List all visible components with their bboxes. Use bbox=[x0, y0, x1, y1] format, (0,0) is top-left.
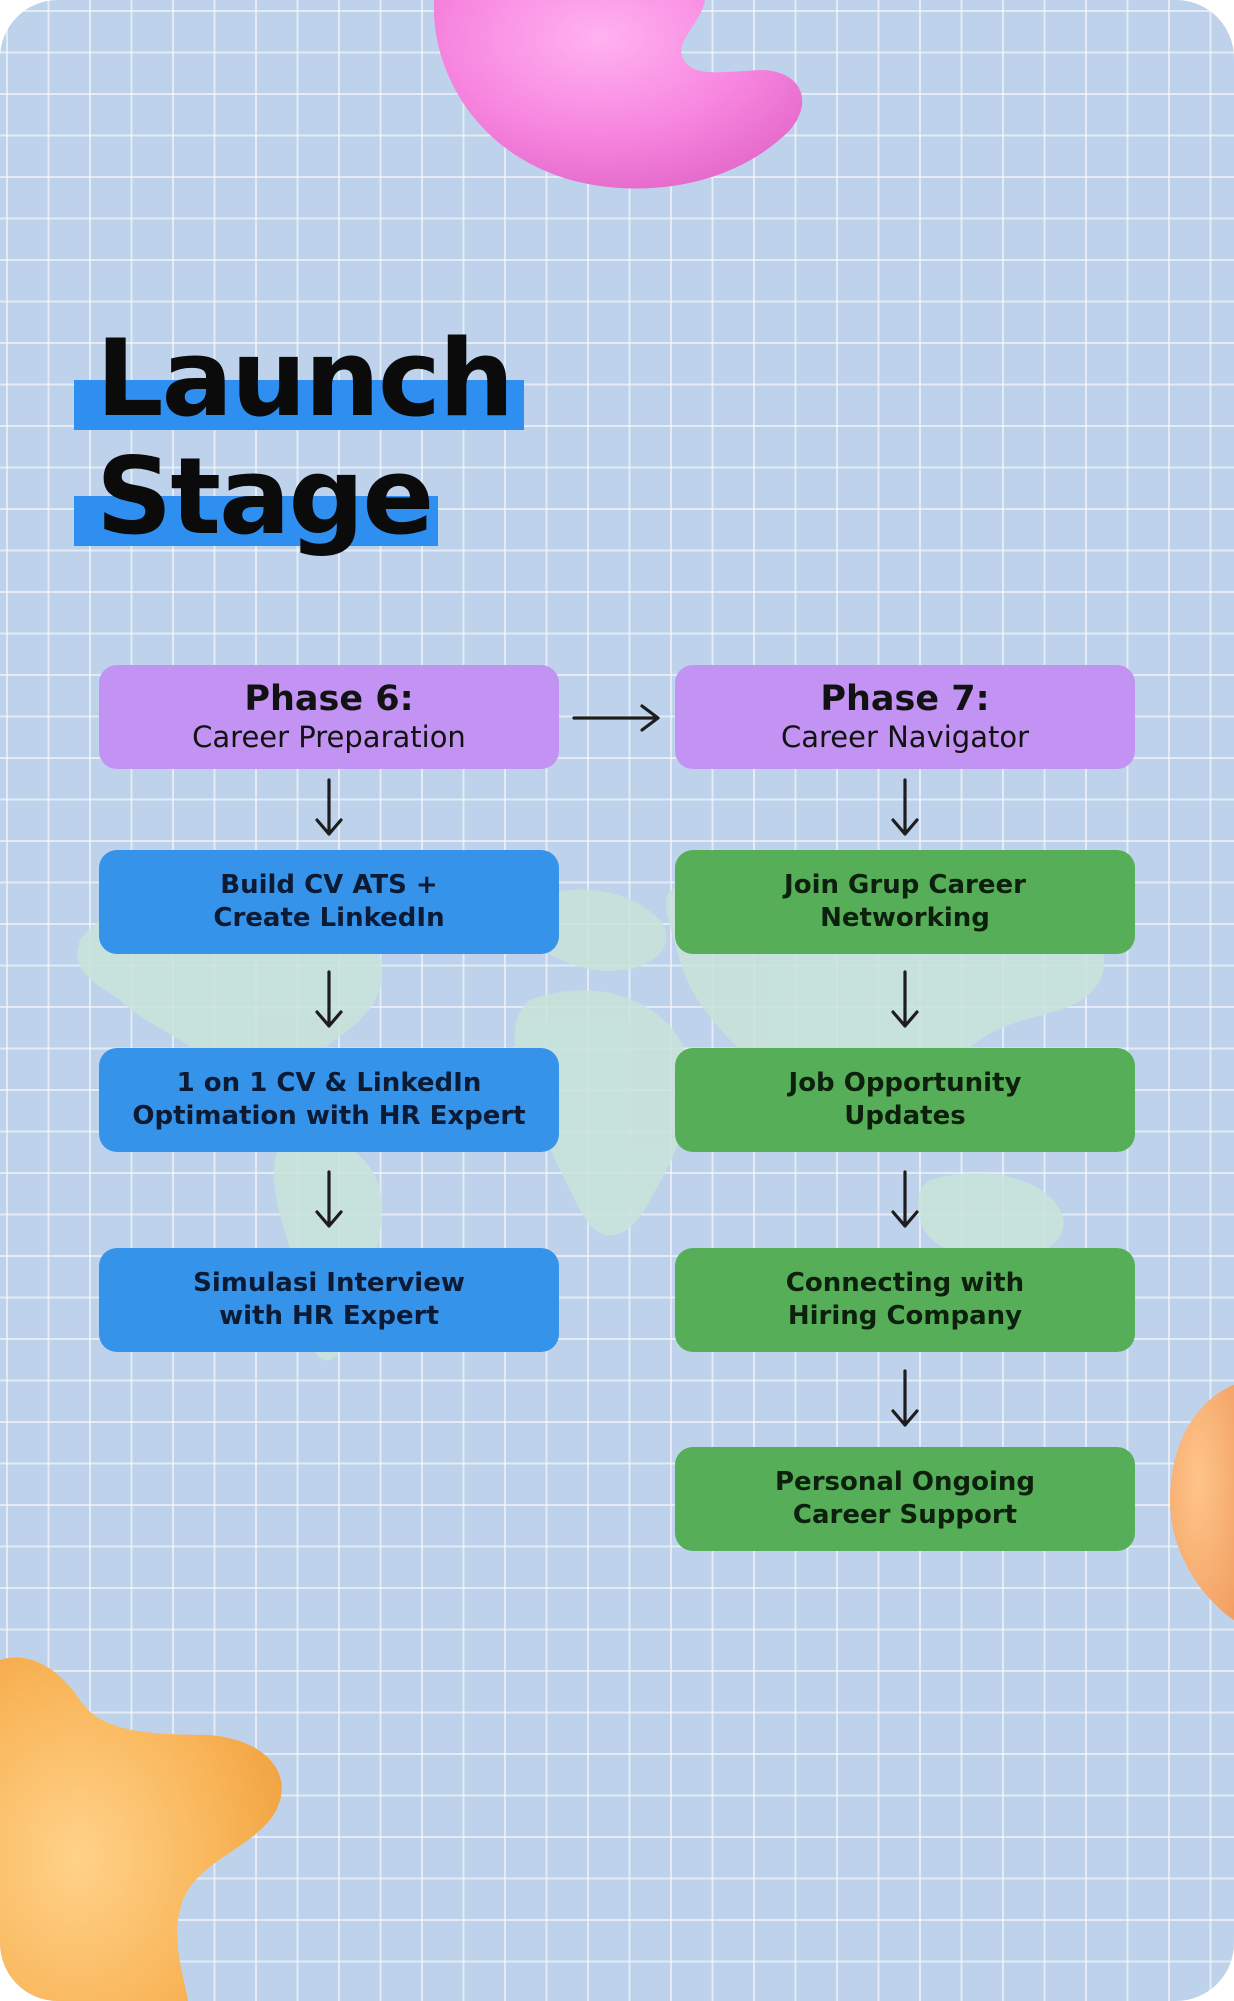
arrow-down-icon bbox=[315, 1170, 343, 1228]
title-highlight-bar bbox=[74, 380, 524, 430]
arrow-down-icon bbox=[891, 1369, 919, 1427]
phase-6-box: Phase 6: Career Preparation bbox=[99, 665, 559, 769]
phase-7-step-label: Connecting with Hiring Company bbox=[785, 1268, 1025, 1331]
phase-6-step-label: Simulasi Interview with HR Expert bbox=[193, 1268, 465, 1331]
title-highlight-bar bbox=[74, 496, 438, 546]
arrow-down-icon bbox=[315, 970, 343, 1028]
arrow-down-icon bbox=[891, 970, 919, 1028]
phase-6-title: Phase 6: bbox=[244, 679, 414, 719]
phase-7-step-box: Join Grup Career Networking bbox=[675, 850, 1135, 954]
phase-6-step-label: 1 on 1 CV & LinkedIn Optimation with HR … bbox=[132, 1068, 526, 1131]
phase-6-step-box: 1 on 1 CV & LinkedIn Optimation with HR … bbox=[99, 1048, 559, 1152]
orange-star-decoration bbox=[0, 1657, 282, 2001]
phase-6-step-label: Build CV ATS + Create LinkedIn bbox=[213, 870, 445, 933]
phase-7-step-box: Job Opportunity Updates bbox=[675, 1048, 1135, 1152]
phase-6-step-box: Build CV ATS + Create LinkedIn bbox=[99, 850, 559, 954]
pink-blob-decoration bbox=[433, 0, 803, 189]
arrow-down-icon bbox=[315, 778, 343, 836]
phase-6-step-box: Simulasi Interview with HR Expert bbox=[99, 1248, 559, 1352]
phase-7-step-box: Connecting with Hiring Company bbox=[675, 1248, 1135, 1352]
phase-7-step-label: Join Grup Career Networking bbox=[784, 870, 1026, 933]
arrow-down-icon bbox=[891, 778, 919, 836]
phase-7-title: Phase 7: bbox=[820, 679, 990, 719]
phase-7-subtitle: Career Navigator bbox=[780, 720, 1030, 754]
phase-7-step-box: Personal Ongoing Career Support bbox=[675, 1447, 1135, 1551]
phase-6-subtitle: Career Preparation bbox=[192, 720, 466, 754]
phase-7-step-label: Job Opportunity Updates bbox=[788, 1068, 1022, 1131]
arrow-right-icon bbox=[572, 704, 660, 732]
phase-7-box: Phase 7: Career Navigator bbox=[675, 665, 1135, 769]
arrow-down-icon bbox=[891, 1170, 919, 1228]
phase-7-step-label: Personal Ongoing Career Support bbox=[775, 1467, 1035, 1530]
title-word-stage: Stage bbox=[96, 435, 434, 558]
title-word-launch: Launch bbox=[96, 317, 514, 440]
peach-blob-decoration bbox=[1170, 1384, 1234, 1621]
